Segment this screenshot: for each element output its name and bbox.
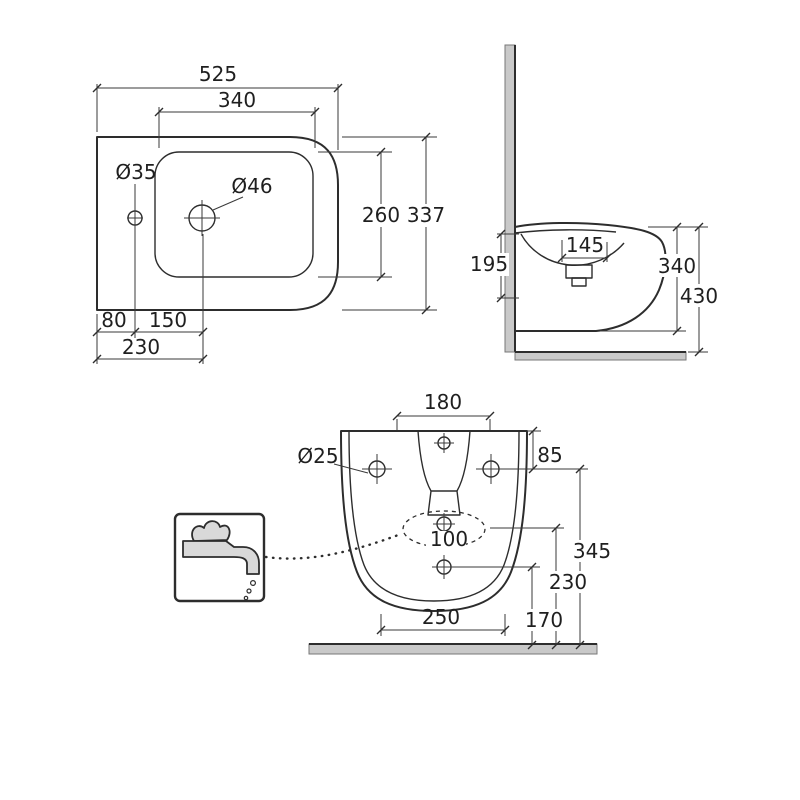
tap-detail-callout: [173, 512, 403, 603]
dim-text-backing: [681, 284, 717, 307]
side-drain-flange: [571, 277, 587, 287]
rear-dimension-ticks: [376, 411, 585, 650]
floor-section-rear: [308, 643, 598, 655]
water-drop-icon: [246, 588, 252, 594]
dim-text-backing: [574, 540, 610, 562]
dim-rear-drain: 100: [430, 527, 468, 551]
dim-side-body-height: 340: [658, 254, 696, 278]
side-profile-outline: [514, 221, 667, 332]
tap-handle-icon: [191, 520, 231, 542]
dim-plan-faucet-hole: Ø46: [231, 174, 272, 198]
plan-leader-lines: [134, 184, 244, 211]
dim-plan-hole-spacing: 150: [149, 308, 187, 332]
rear-leader-line: [333, 463, 369, 474]
rear-view: 180 Ø25 85 100 345 230 170 250: [297, 390, 611, 655]
plan-view: 525 340 Ø35 Ø46 260 337 80 150 230: [92, 62, 445, 364]
dim-rear-drain-height: 230: [549, 570, 587, 594]
dim-text-backing: [526, 609, 562, 631]
plan-hole-crosshairs: [127, 200, 220, 236]
rear-inner-wall-line: [348, 430, 520, 602]
rear-outer-outline: [340, 430, 528, 612]
dim-text-backing: [469, 253, 509, 276]
dim-plan-hole-offset: 80: [101, 308, 126, 332]
dim-plan-overall-depth: 337: [407, 203, 445, 227]
dim-text-backing: [407, 204, 445, 227]
side-view: 195 145 340 430: [469, 44, 718, 361]
dim-text-backing: [550, 571, 586, 593]
dim-side-basin-depth: 195: [470, 252, 508, 276]
callout-dotted-connector: [264, 532, 403, 560]
dim-plan-deck-hole: Ø35: [115, 160, 156, 184]
water-drop-icon: [243, 595, 249, 601]
plan-extension-lines: [96, 84, 437, 364]
plan-dimension-ticks: [92, 83, 431, 364]
side-extension-lines: [497, 226, 708, 353]
side-dimension-ticks: [496, 222, 704, 357]
dim-plan-basin-width: 340: [218, 88, 256, 112]
dim-plan-faucet-offset: 230: [122, 335, 160, 359]
water-drop-icon: [250, 579, 257, 586]
dim-rear-base-width: 250: [422, 605, 460, 629]
dim-plan-overall-width: 525: [199, 62, 237, 86]
rear-extension-lines: [380, 419, 588, 636]
dim-text-backing: [362, 204, 400, 227]
dim-side-rim-depth: 145: [566, 233, 604, 257]
plan-outer-outline: [96, 136, 339, 311]
dim-side-total-height: 430: [680, 284, 718, 308]
rear-hole-crosshairs: [362, 433, 506, 579]
floor-section-side: [514, 351, 687, 361]
plan-basin-outline: [154, 151, 314, 278]
dim-rear-hole-offset: 85: [537, 443, 562, 467]
tap-body-icon: [182, 540, 260, 575]
dim-text-backing: [426, 531, 466, 550]
dim-plan-basin-depth: 260: [362, 203, 400, 227]
dim-rear-top-width: 180: [424, 390, 462, 414]
dim-rear-outlet-height: 170: [525, 608, 563, 632]
dim-rear-fixing-hole: Ø25: [297, 444, 338, 468]
wall-section: [504, 44, 516, 353]
dim-rear-holes-height: 345: [573, 539, 611, 563]
dim-text-backing: [659, 254, 695, 277]
